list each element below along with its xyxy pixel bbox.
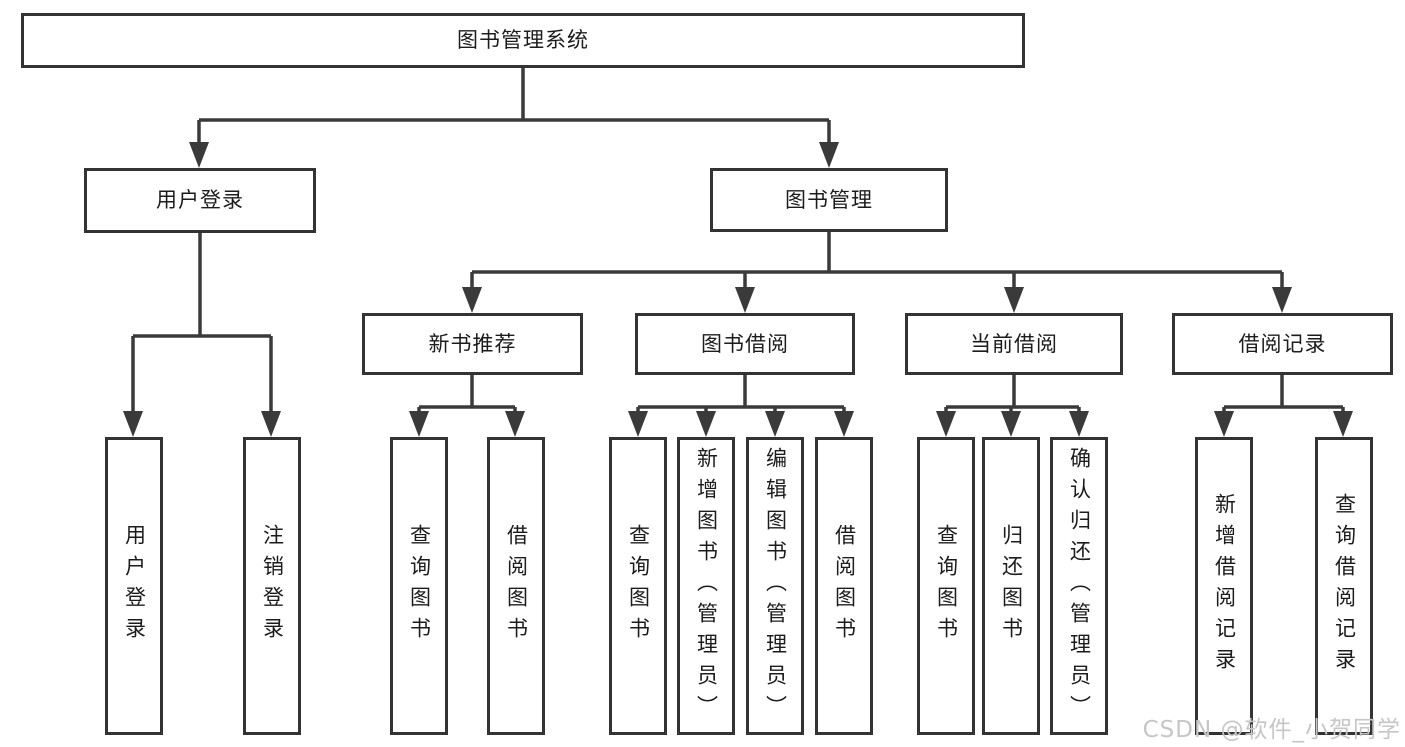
leaf-newrec-query-books: 查询图书 xyxy=(390,437,448,735)
leaf-records-add-record: 新增借阅记录 xyxy=(1195,437,1253,735)
node-library-system: 图书管理系统 xyxy=(21,13,1025,68)
leaf-borrow-query-books: 查询图书 xyxy=(609,437,667,735)
wire-book-mgmt-to-level3 xyxy=(462,232,1292,313)
leaf-newrec-borrow-books: 借阅图书 xyxy=(487,437,545,735)
leaf-records-add-record-label: 新增借阅记录 xyxy=(1212,493,1237,679)
leaf-records-query-record: 查询借阅记录 xyxy=(1315,437,1373,735)
node-borrowing-records-label: 借阅记录 xyxy=(1238,331,1327,356)
leaf-user-login: 用户登录 xyxy=(105,437,163,735)
leaf-records-query-record-label: 查询借阅记录 xyxy=(1332,493,1357,679)
leaf-current-return-books: 归还图书 xyxy=(982,437,1040,735)
leaf-newrec-query-books-label: 查询图书 xyxy=(407,524,432,648)
node-current-borrowing: 当前借阅 xyxy=(905,313,1123,375)
leaf-borrow-borrow-books-label: 借阅图书 xyxy=(832,524,857,648)
wire-new-book-children xyxy=(409,375,525,437)
node-book-management-label: 图书管理 xyxy=(785,187,873,212)
node-book-borrowing: 图书借阅 xyxy=(635,313,855,375)
leaf-borrow-add-books-admin: 新增图书（管理员） xyxy=(677,437,735,735)
wire-book-borrow-children xyxy=(628,375,854,437)
node-new-book-recommend-label: 新书推荐 xyxy=(428,331,517,356)
node-borrowing-records: 借阅记录 xyxy=(1172,313,1393,375)
leaf-current-confirm-return-admin-label: 确认归还（管理员） xyxy=(1067,446,1092,726)
leaf-current-query-books: 查询图书 xyxy=(917,437,975,735)
wire-records-children xyxy=(1214,375,1353,437)
node-current-borrowing-label: 当前借阅 xyxy=(970,331,1058,356)
leaf-borrow-edit-books-admin: 编辑图书（管理员） xyxy=(746,437,804,735)
node-book-borrowing-label: 图书借阅 xyxy=(701,331,789,356)
leaf-logout-label: 注销登录 xyxy=(260,524,285,648)
wire-current-borrow-children xyxy=(936,375,1089,437)
leaf-newrec-borrow-books-label: 借阅图书 xyxy=(504,524,529,648)
leaf-borrow-add-books-admin-label: 新增图书（管理员） xyxy=(694,446,719,726)
node-new-book-recommend: 新书推荐 xyxy=(362,313,583,375)
leaf-borrow-borrow-books: 借阅图书 xyxy=(815,437,873,735)
node-user-login-label: 用户登录 xyxy=(156,188,244,212)
wire-user-login-children xyxy=(123,233,281,437)
wire-root-to-level2 xyxy=(189,68,839,168)
node-user-login: 用户登录 xyxy=(84,168,316,233)
node-library-system-label: 图书管理系统 xyxy=(457,28,589,52)
leaf-logout: 注销登录 xyxy=(243,437,301,735)
leaf-borrow-edit-books-admin-label: 编辑图书（管理员） xyxy=(763,446,788,726)
leaf-current-query-books-label: 查询图书 xyxy=(934,524,959,648)
leaf-borrow-query-books-label: 查询图书 xyxy=(626,524,651,648)
node-book-management: 图书管理 xyxy=(710,168,948,232)
leaf-current-confirm-return-admin: 确认归还（管理员） xyxy=(1050,437,1108,735)
leaf-user-login-label: 用户登录 xyxy=(122,524,147,648)
leaf-current-return-books-label: 归还图书 xyxy=(999,524,1024,648)
